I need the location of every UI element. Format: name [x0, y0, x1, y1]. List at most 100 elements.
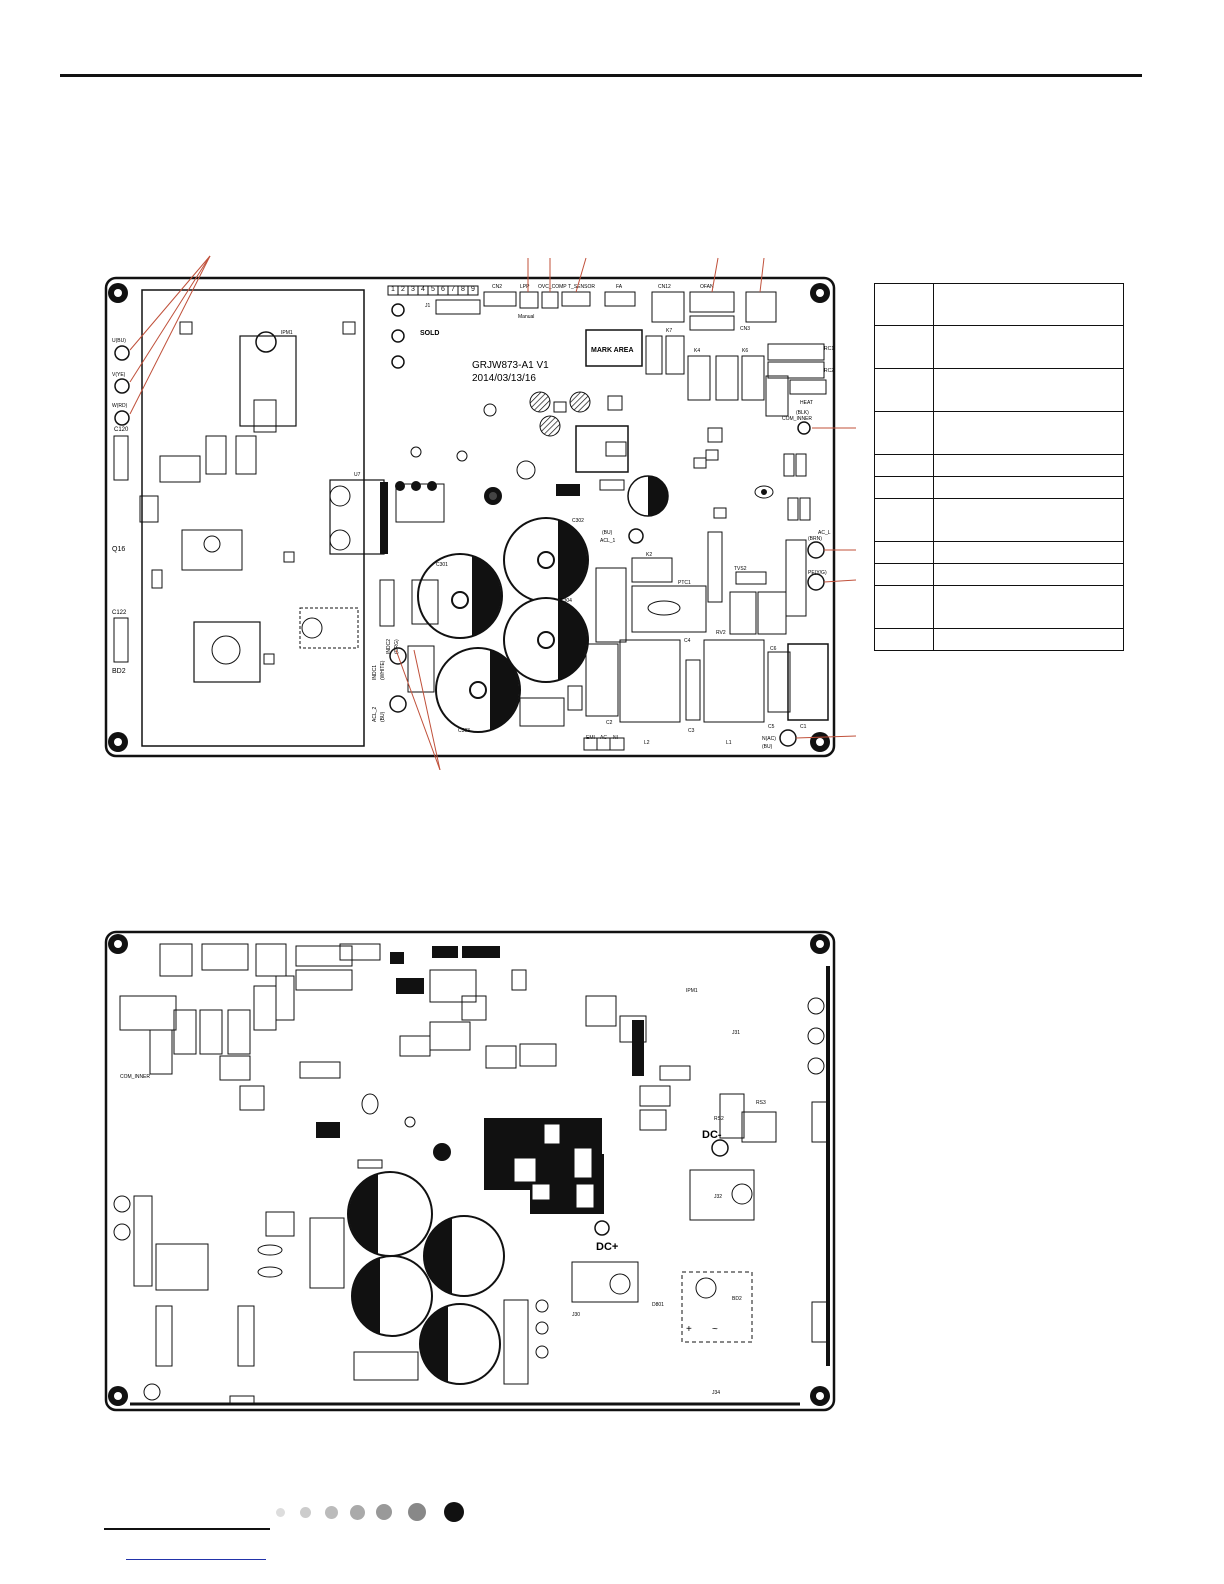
com-inner-label: COM_INNER [782, 416, 812, 422]
dc-minus-label: DC- [702, 1129, 722, 1141]
c303-label: C303 [458, 728, 470, 734]
l2-label: L2 [644, 740, 650, 746]
w-terminal-label: W(RD) [112, 403, 128, 409]
pin-number: 8 [461, 286, 465, 293]
legend-row [874, 498, 1124, 542]
tvs2-label: TVS2 [734, 566, 747, 572]
bottom-board-outline [104, 930, 836, 1412]
date-label: 2014/03/13/16 [472, 373, 536, 384]
k7-label: K7 [666, 328, 672, 334]
pin-number: 2 [401, 286, 405, 293]
dc-plus-label: DC+ [596, 1241, 618, 1253]
mark-area-label: MARK AREA [591, 347, 634, 354]
pin-number: 3 [411, 286, 415, 293]
ovc-comp-label: OVC_COMP [538, 284, 567, 290]
k4-label: K4 [694, 348, 700, 354]
bu1-label: (BU) [602, 530, 613, 536]
heatsink-area [141, 289, 365, 747]
footer-rule [104, 1528, 270, 1530]
d801-label: D801 [652, 1302, 664, 1308]
rc2-label: RC2 [824, 368, 834, 374]
j1-label: J1 [425, 303, 431, 309]
acl1-label: ACL_1 [600, 538, 616, 544]
pin-number: 7 [451, 286, 455, 293]
k6-label: K6 [742, 348, 748, 354]
heat-label: HEAT [800, 400, 813, 406]
cn2-label: CN2 [492, 284, 502, 290]
cn12-label: CN12 [658, 284, 671, 290]
pin-number: 1 [391, 286, 395, 293]
com-inner-label: COM_INNER [120, 1074, 150, 1080]
page-dot-active [444, 1502, 464, 1522]
rc1-label: RC1 [824, 346, 834, 352]
legend-row [874, 411, 1124, 455]
pin-number: 5 [431, 286, 435, 293]
legend-row [874, 541, 1124, 564]
bottom-pcb-diagram: DC+ DC- COM_INNER IPM [104, 930, 836, 1412]
ptc-label: PTC1 [678, 580, 691, 586]
ac-l-label: AC_L [818, 530, 831, 536]
legend-row [874, 628, 1124, 651]
pin-header [387, 285, 479, 296]
c6-label: C6 [770, 646, 777, 652]
fa-label: FA [616, 284, 623, 290]
pin-number: 4 [421, 286, 425, 293]
legend-row [874, 476, 1124, 499]
callout-lines-left [129, 255, 211, 415]
rs2-label: RS2 [714, 1116, 724, 1122]
sold-label: SOLD [420, 330, 439, 337]
j32-label: J32 [714, 1194, 722, 1200]
ofan-label: OFAN [700, 284, 714, 290]
c304-label: C304 [560, 598, 572, 604]
c302-label: C302 [572, 518, 584, 524]
legend-table [874, 283, 1124, 651]
legend-row [874, 454, 1124, 477]
k2-label: K2 [646, 552, 652, 558]
u7-label: U7 [354, 472, 361, 478]
ipm1-label: IPM1 [686, 988, 698, 994]
n-ac-label: N(AC) [762, 736, 776, 742]
rv2-label: RV2 [716, 630, 726, 636]
page-dot [325, 1506, 338, 1519]
pe-label: PE(Y/G) [808, 570, 827, 576]
c4-label: C4 [684, 638, 691, 644]
legend-row [874, 563, 1124, 586]
cn3-label: CN3 [740, 326, 750, 332]
footer-link-underline[interactable] [126, 1559, 266, 1560]
top-board-outline [104, 276, 836, 758]
tilde-symbol: ~ [712, 1324, 718, 1335]
indc2-label: INDC2 [386, 639, 392, 654]
rs3-label: RS3 [756, 1100, 766, 1106]
u-terminal-label: U(BU) [112, 338, 126, 344]
orange-label: (ORG) [394, 639, 400, 654]
page-dot [276, 1508, 285, 1517]
j30-label: J30 [572, 1312, 580, 1318]
ipm1-label: IPM1 [281, 330, 293, 336]
j31-label: J31 [732, 1030, 740, 1036]
c301-label: C301 [436, 562, 448, 568]
legend-row [874, 325, 1124, 369]
bu2-label: (BU) [380, 711, 386, 722]
t-sensor-label: T_SENSOR [568, 284, 595, 290]
c122-label: C122 [112, 610, 127, 616]
bulk-capacitors [417, 517, 589, 733]
acl2-label: ACL_2 [372, 706, 378, 722]
check-label: AC [600, 735, 607, 741]
bulk-capacitors [347, 1171, 505, 1385]
page-dot [350, 1505, 365, 1520]
top-pcb-diagram: IPM1 C120 C122 Q16 BD2 U(BU) V(YE) W(RD)… [104, 255, 857, 770]
c120-label: C120 [114, 427, 129, 433]
indc1-label: INDC1 [372, 665, 378, 680]
manual-label: Manual [518, 314, 534, 320]
c5-label: C5 [768, 724, 775, 730]
legend-row [874, 585, 1124, 629]
legend-row [874, 283, 1124, 326]
model-label: GRJW873-A1 V1 [472, 360, 549, 371]
j34-label: J34 [712, 1390, 720, 1396]
page-dot [300, 1507, 311, 1518]
c2-label: C2 [606, 720, 613, 726]
lpp-label: LPP [520, 284, 530, 290]
pin-number: 6 [441, 286, 445, 293]
q16-label: Q16 [112, 546, 125, 553]
check-label: NI [613, 735, 618, 741]
